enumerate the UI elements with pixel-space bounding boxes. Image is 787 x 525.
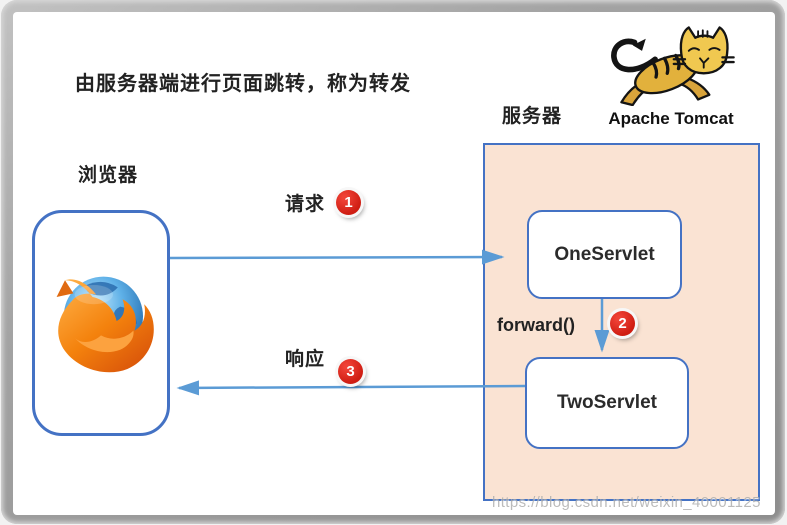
response-arrow	[176, 380, 526, 396]
twoservlet-label: TwoServlet	[557, 392, 657, 413]
server-label: 服务器	[502, 106, 563, 127]
browser-box	[32, 210, 170, 436]
forward-label: forward()	[497, 315, 575, 335]
step-3-badge: 3	[338, 359, 363, 384]
tomcat-cat-icon	[599, 26, 743, 110]
oneservlet-label: OneServlet	[554, 243, 655, 265]
diagram-canvas: 由服务器端进行页面跳转，称为转发 浏览器 服务器	[13, 12, 775, 515]
oneservlet-box: OneServlet	[527, 210, 682, 299]
request-arrow	[167, 249, 505, 265]
step-2-badge: 2	[610, 311, 635, 336]
request-label: 请求	[285, 194, 326, 215]
watermark-url: https://blog.csdn.net/weixin_40001125	[492, 494, 761, 511]
diagram-title: 由服务器端进行页面跳转，称为转发	[75, 73, 411, 95]
tomcat-caption: Apache Tomcat	[608, 109, 734, 128]
browser-label: 浏览器	[78, 165, 139, 186]
response-label: 响应	[285, 349, 326, 370]
step-1-badge: 1	[336, 190, 361, 215]
tomcat-logo: Apache Tomcat	[596, 20, 746, 129]
twoservlet-box: TwoServlet	[525, 357, 689, 449]
firefox-logo-icon	[41, 261, 161, 386]
